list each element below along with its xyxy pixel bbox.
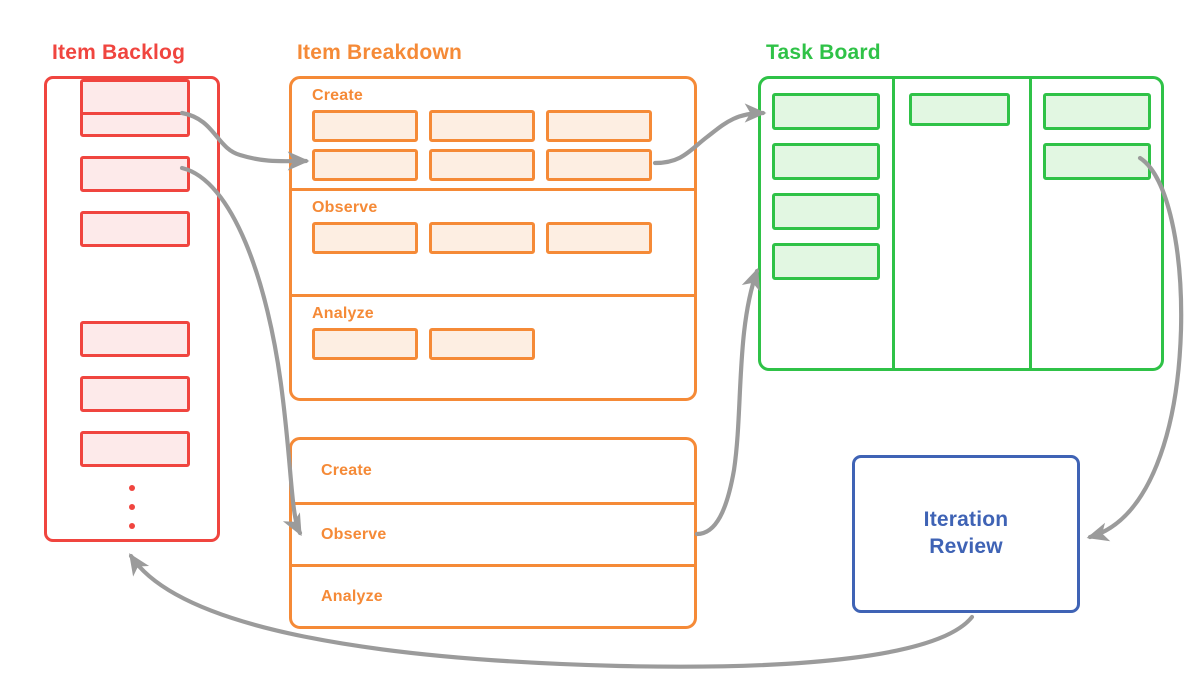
breakdown-list-row-observe[interactable]: Observe <box>292 502 694 564</box>
ellipsis-dot-2 <box>129 504 135 510</box>
backlog-card-3[interactable] <box>80 211 190 247</box>
taskboard-title: Task Board <box>766 41 881 64</box>
breakdown-create-card-1[interactable] <box>312 110 418 142</box>
iteration-review-text: Iteration Review <box>924 507 1009 561</box>
breakdown-create-card-5[interactable] <box>429 149 535 181</box>
breakdown-observe-card-1[interactable] <box>312 222 418 254</box>
breakdown-section-create-label: Create <box>312 87 364 104</box>
breakdown-analyze-card-2[interactable] <box>429 328 535 360</box>
breakdown-list-row-create[interactable]: Create <box>292 440 694 502</box>
breakdown-list-analyze-label: Analyze <box>321 587 383 605</box>
breakdown-title: Item Breakdown <box>297 41 463 64</box>
backlog-card-4[interactable] <box>80 79 190 115</box>
taskboard-col1-card-3[interactable] <box>772 193 880 230</box>
backlog-card-2[interactable] <box>80 156 190 192</box>
breakdown-observe-card-2[interactable] <box>429 222 535 254</box>
iteration-review-box[interactable]: Iteration Review <box>852 455 1080 613</box>
breakdown-list-row-analyze[interactable]: Analyze <box>292 564 694 626</box>
iteration-review-line-2: Review <box>929 535 1003 558</box>
item-backlog-panel[interactable] <box>44 76 220 542</box>
breakdown-create-card-3[interactable] <box>546 110 652 142</box>
breakdown-list-observe-label: Observe <box>321 525 387 543</box>
backlog-card-5[interactable] <box>80 321 190 357</box>
breakdown-section-analyze-label: Analyze <box>312 305 374 322</box>
ellipsis-dot-3 <box>129 523 135 529</box>
taskboard-col1-card-4[interactable] <box>772 243 880 280</box>
ellipsis-dot-1 <box>129 485 135 491</box>
backlog-title: Item Backlog <box>52 41 186 64</box>
breakdown-list-panel[interactable]: Create Observe Analyze <box>289 437 697 629</box>
taskboard-col2-card-1[interactable] <box>909 93 1010 126</box>
taskboard-column-3[interactable] <box>1029 79 1161 368</box>
breakdown-create-card-4[interactable] <box>312 149 418 181</box>
breakdown-observe-card-3[interactable] <box>546 222 652 254</box>
taskboard-col1-card-2[interactable] <box>772 143 880 180</box>
breakdown-list-create-label: Create <box>321 462 373 479</box>
breakdown-create-card-6[interactable] <box>546 149 652 181</box>
taskboard-col1-card-1[interactable] <box>772 93 880 130</box>
breakdown-section-observe[interactable]: Observe <box>292 188 694 294</box>
item-breakdown-panel[interactable]: Create Observe Analyze <box>289 76 697 401</box>
iteration-review-line-1: Iteration <box>923 508 1009 532</box>
taskboard-column-2[interactable] <box>892 79 1029 368</box>
backlog-ellipsis <box>47 485 217 529</box>
task-board-panel[interactable] <box>758 76 1164 371</box>
breakdown-create-card-2[interactable] <box>429 110 535 142</box>
flow-breakdown-list-to-taskboard <box>694 267 760 537</box>
breakdown-section-create[interactable]: Create <box>292 79 694 188</box>
taskboard-col3-card-1[interactable] <box>1043 93 1151 130</box>
breakdown-section-observe-label: Observe <box>312 199 378 216</box>
taskboard-col3-card-2[interactable] <box>1043 143 1151 180</box>
backlog-card-6[interactable] <box>80 376 190 412</box>
backlog-card-7[interactable] <box>80 431 190 467</box>
breakdown-section-analyze[interactable]: Analyze <box>292 294 694 398</box>
breakdown-analyze-card-1[interactable] <box>312 328 418 360</box>
taskboard-column-1[interactable] <box>761 79 892 368</box>
